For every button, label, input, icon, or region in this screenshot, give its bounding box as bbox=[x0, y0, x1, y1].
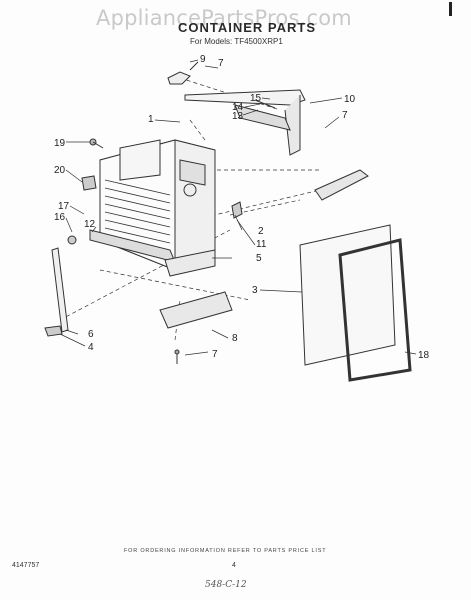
model-numbers: For Models: TF4500XRP1 bbox=[190, 37, 283, 46]
watermark: AppliancePartsPros.com bbox=[96, 6, 352, 30]
handwritten-note: 548-C-12 bbox=[205, 580, 247, 590]
callout-20: 20 bbox=[54, 165, 66, 176]
callout-5: 5 bbox=[256, 253, 262, 264]
callout-16: 16 bbox=[54, 212, 66, 223]
part-panel-frame bbox=[338, 238, 412, 382]
callout-17: 17 bbox=[58, 201, 70, 212]
callout-6: 6 bbox=[88, 329, 94, 340]
callout-7-top: 7 bbox=[218, 58, 224, 69]
callout-3: 3 bbox=[252, 285, 258, 296]
callout-13: 13 bbox=[232, 111, 244, 122]
part-top-cover bbox=[184, 89, 306, 156]
callout-12: 12 bbox=[84, 219, 96, 230]
corner-mark bbox=[449, 2, 452, 16]
ordering-note: FOR ORDERING INFORMATION REFER TO PARTS … bbox=[124, 548, 327, 554]
callout-leaders bbox=[59, 59, 417, 356]
callout-2: 2 bbox=[258, 226, 264, 237]
callout-1: 1 bbox=[148, 114, 154, 125]
callout-15: 15 bbox=[250, 93, 262, 104]
callout-labels: 1 2 3 4 5 6 7 7 7 8 9 10 11 12 13 14 15 … bbox=[54, 54, 430, 361]
part-left-rail bbox=[44, 235, 77, 337]
callout-11: 11 bbox=[256, 239, 267, 250]
callout-19: 19 bbox=[54, 138, 66, 149]
diagram-title: CONTAINER PARTS bbox=[178, 20, 317, 35]
part-clip bbox=[81, 175, 97, 191]
callout-7-right: 7 bbox=[342, 110, 348, 121]
part-bracket-top bbox=[167, 61, 199, 85]
callout-14: 14 bbox=[232, 102, 244, 113]
part-handle bbox=[314, 169, 369, 201]
callout-8: 8 bbox=[232, 333, 238, 344]
part-small-bracket bbox=[231, 201, 243, 219]
part-screw-7-lower bbox=[174, 349, 180, 364]
callout-7-bottom: 7 bbox=[212, 349, 218, 360]
body-ribs bbox=[104, 179, 171, 244]
part-base bbox=[164, 249, 216, 277]
callout-10: 10 bbox=[344, 94, 356, 105]
part-base-strip bbox=[159, 291, 233, 329]
page-number: 4 bbox=[232, 562, 236, 569]
part-front-panel bbox=[299, 224, 396, 366]
callout-4: 4 bbox=[88, 342, 94, 353]
document-number: 4147757 bbox=[12, 562, 40, 569]
callout-9: 9 bbox=[200, 54, 206, 65]
part-screw-19 bbox=[89, 138, 104, 149]
callout-18: 18 bbox=[418, 350, 430, 361]
